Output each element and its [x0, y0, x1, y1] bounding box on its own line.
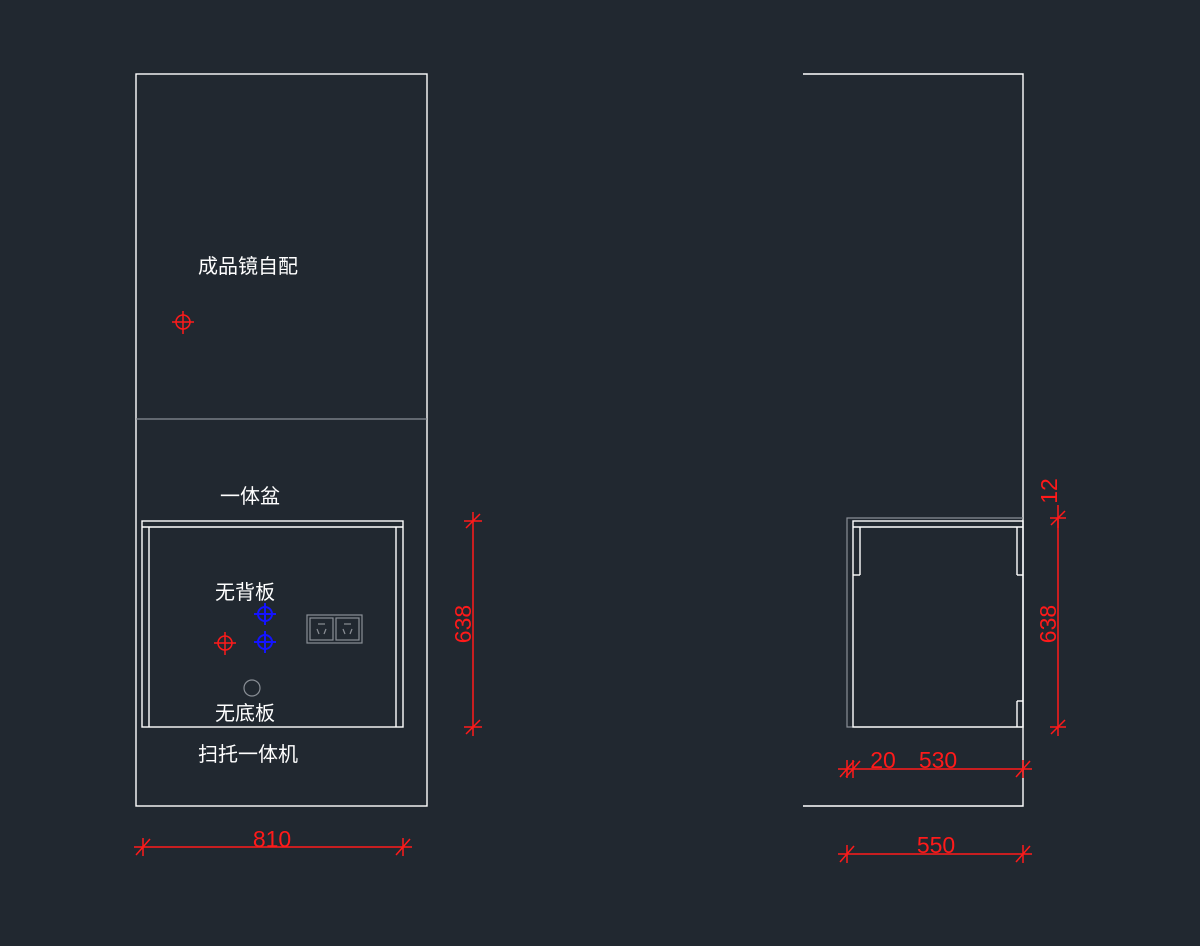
mirror-label: 成品镜自配 — [198, 254, 298, 278]
basin-label: 一体盆 — [220, 484, 280, 508]
height-dimension-text: 638 — [450, 605, 476, 643]
no-bottom-panel-label: 无底板 — [215, 701, 275, 725]
toilet-label: 扫托一体机 — [198, 742, 298, 766]
depth-dimension: 20 530 — [838, 747, 1032, 778]
side-view: 12 638 20 530 550 — [803, 73, 1066, 863]
power-socket-icon — [306, 614, 363, 644]
side-height-dimension: 638 — [1035, 518, 1066, 736]
side-cabinet-body — [852, 520, 1024, 728]
width-dimension-text: 810 — [253, 826, 291, 852]
water-point-icon — [254, 603, 276, 625]
height-dimension: 638 — [450, 512, 482, 736]
side-cabinet-outer — [846, 517, 1023, 728]
side-height-text: 638 — [1035, 605, 1061, 643]
side-outline — [803, 73, 1024, 807]
cabinet-depth-text: 530 — [919, 747, 957, 773]
top-thickness-text: 12 — [1036, 478, 1062, 504]
width-dimension: 810 — [134, 826, 412, 856]
panel-thickness-text: 20 — [870, 747, 896, 773]
drain-circle-icon — [243, 679, 261, 697]
top-thickness-dimension: 12 — [1036, 478, 1066, 528]
basin-cabinet-outer — [141, 520, 404, 728]
total-depth-dimension: 550 — [838, 832, 1032, 863]
water-point-icon — [254, 631, 276, 653]
no-back-panel-label: 无背板 — [215, 580, 275, 604]
front-view: 成品镜自配 一体盆 无背板 无底板 扫托一体机 — [134, 73, 482, 856]
crosshair-icon — [214, 632, 236, 655]
total-depth-text: 550 — [917, 832, 955, 858]
cabinet-outline — [135, 73, 428, 807]
crosshair-icon — [172, 311, 194, 334]
